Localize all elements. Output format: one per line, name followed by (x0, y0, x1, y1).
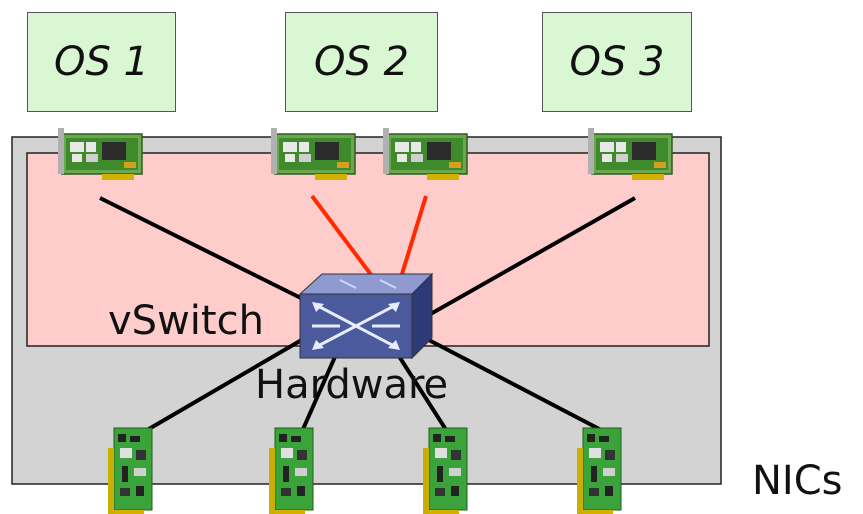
network-switch-icon (298, 272, 434, 360)
link-pnic-2 (298, 349, 340, 437)
physical-nic-card-icon (268, 427, 314, 514)
os-box-label: OS 1 (53, 39, 150, 85)
vswitch-label: vSwitch (108, 298, 264, 344)
virtual-nic-card-icon (57, 127, 143, 181)
link-vnic-os3 (419, 196, 636, 322)
link-pnic-3 (393, 348, 452, 438)
hardware-label: Hardware (255, 362, 449, 408)
physical-nic-card-icon (422, 427, 468, 514)
physical-nic-card-icon (576, 427, 622, 514)
os-box-3: OS 3 (542, 12, 692, 112)
link-vnic-os2a (310, 194, 374, 278)
virtual-nic-card-icon (270, 127, 356, 181)
os-box-label: OS 3 (569, 39, 665, 85)
virtual-nic-card-icon (382, 127, 468, 181)
os-box-2: OS 2 (285, 12, 438, 112)
physical-nic-card-icon (107, 427, 153, 514)
os-box-label: OS 2 (313, 39, 410, 85)
link-vnic-os2b (400, 195, 428, 275)
nics-label: NICs (752, 458, 843, 504)
os-box-1: OS 1 (27, 12, 176, 112)
link-pnic-4 (424, 336, 606, 434)
link-pnic-1 (128, 336, 307, 442)
virtual-nic-card-icon (587, 127, 673, 181)
